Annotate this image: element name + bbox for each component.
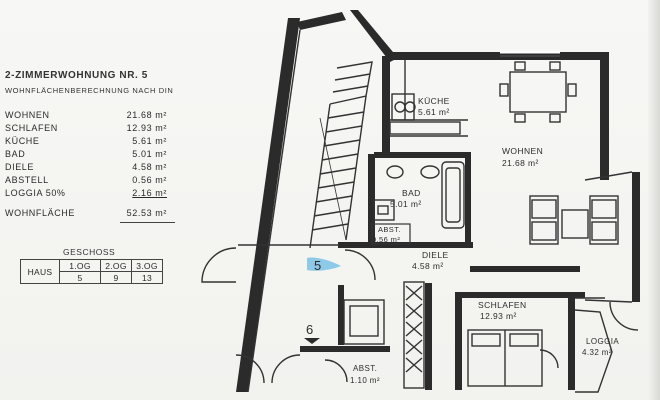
bedroom-top-wall xyxy=(455,292,585,298)
area-value: 2.16 m² xyxy=(132,188,167,198)
area-row: SCHLAFEN 12.93 m² xyxy=(5,123,177,135)
unit-6-marker: 6 xyxy=(306,322,314,337)
room-name-abst-lower: ABST. xyxy=(353,364,378,373)
area-row: WOHNEN 21.68 m² xyxy=(5,110,177,122)
geschoss-row-label: HAUS xyxy=(20,259,60,284)
room-area-abst-small: 0.56 m² xyxy=(372,235,401,244)
room-name-bad: BAD xyxy=(402,188,421,198)
area-row: ABSTELL 0.56 m² xyxy=(5,175,177,187)
area-row: KÜCHE 5.61 m² xyxy=(5,136,177,148)
diele-left-wall xyxy=(338,285,344,345)
stair-outer-wall xyxy=(236,18,300,392)
bath-right-wall xyxy=(465,152,471,242)
kitchen-left-wall xyxy=(382,56,390,156)
room-name-schlafen: SCHLAFEN xyxy=(478,300,527,310)
stair-top-wall xyxy=(297,12,346,30)
geschoss-number: 13 xyxy=(131,271,163,284)
area-row: DIELE 4.58 m² xyxy=(5,162,177,174)
bedroom-left-wall xyxy=(455,292,462,390)
area-room-label: WOHNEN xyxy=(5,110,50,120)
bath-bottom-wall xyxy=(338,242,473,248)
unit-5-marker: 5 xyxy=(314,258,322,273)
room-area-kueche: 5.61 m² xyxy=(418,107,450,117)
area-room-label: SCHLAFEN xyxy=(5,123,58,133)
area-room-label: ABSTELL xyxy=(5,175,49,185)
room-name-loggia: LOGGIA xyxy=(586,337,620,346)
room-area-schlafen: 12.93 m² xyxy=(480,311,517,321)
area-value: 21.68 m² xyxy=(126,110,167,120)
total-value: 52.53 m² xyxy=(126,208,167,218)
storage-top-wall xyxy=(300,346,390,352)
living-bottom-wall xyxy=(470,266,580,272)
bath-left-wall xyxy=(368,154,375,244)
upper-exterior-wall xyxy=(386,52,608,60)
right-exterior-wall-upper xyxy=(600,52,609,180)
geschoss-title: GESCHOSS xyxy=(63,247,116,257)
total-label: WOHNFLÄCHE xyxy=(5,208,76,218)
area-value: 5.61 m² xyxy=(132,136,167,146)
bath-top-wall xyxy=(374,152,470,158)
stair-right-diagonal-wall xyxy=(350,10,398,62)
area-row: LOGGIA 50% 2.16 m² xyxy=(5,188,177,200)
loggia-outer-wall xyxy=(632,172,640,302)
area-room-label: BAD xyxy=(5,149,26,159)
room-name-kueche: KÜCHE xyxy=(418,96,450,106)
room-name-wohnen: WOHNEN xyxy=(502,146,544,156)
room-area-abst-lower: 1.10 m² xyxy=(350,376,380,385)
area-value: 0.56 m² xyxy=(132,175,167,185)
total-row: WOHNFLÄCHE 52.53 m² xyxy=(5,208,177,220)
document-title: 2-ZIMMERWOHNUNG NR. 5 xyxy=(5,70,148,81)
room-name-abst-small: ABST. xyxy=(378,225,401,234)
room-name-diele: DIELE xyxy=(422,250,449,260)
room-area-bad: 5.01 m² xyxy=(390,199,422,209)
closet-right-wall xyxy=(425,283,432,390)
bedroom-right-wall xyxy=(568,292,575,390)
area-value: 5.01 m² xyxy=(132,149,167,159)
screen-edge-shadow xyxy=(648,0,660,400)
geschoss-table: HAUS 1.OG 2.OG 3.OG 5 9 13 xyxy=(20,259,163,284)
room-area-loggia: 4.32 m² xyxy=(582,348,612,357)
area-room-label: KÜCHE xyxy=(5,136,40,146)
area-row: BAD 5.01 m² xyxy=(5,149,177,161)
room-area-diele: 4.58 m² xyxy=(412,261,444,271)
area-room-label: LOGGIA 50% xyxy=(5,188,66,198)
area-value: 4.58 m² xyxy=(132,162,167,172)
document-subtitle: WOHNFLÄCHENBERECHNUNG NACH DIN xyxy=(5,86,174,95)
area-value: 12.93 m² xyxy=(126,123,167,133)
total-underline xyxy=(120,222,175,223)
room-area-wohnen: 21.68 m² xyxy=(502,158,539,168)
area-room-label: DIELE xyxy=(5,162,35,172)
